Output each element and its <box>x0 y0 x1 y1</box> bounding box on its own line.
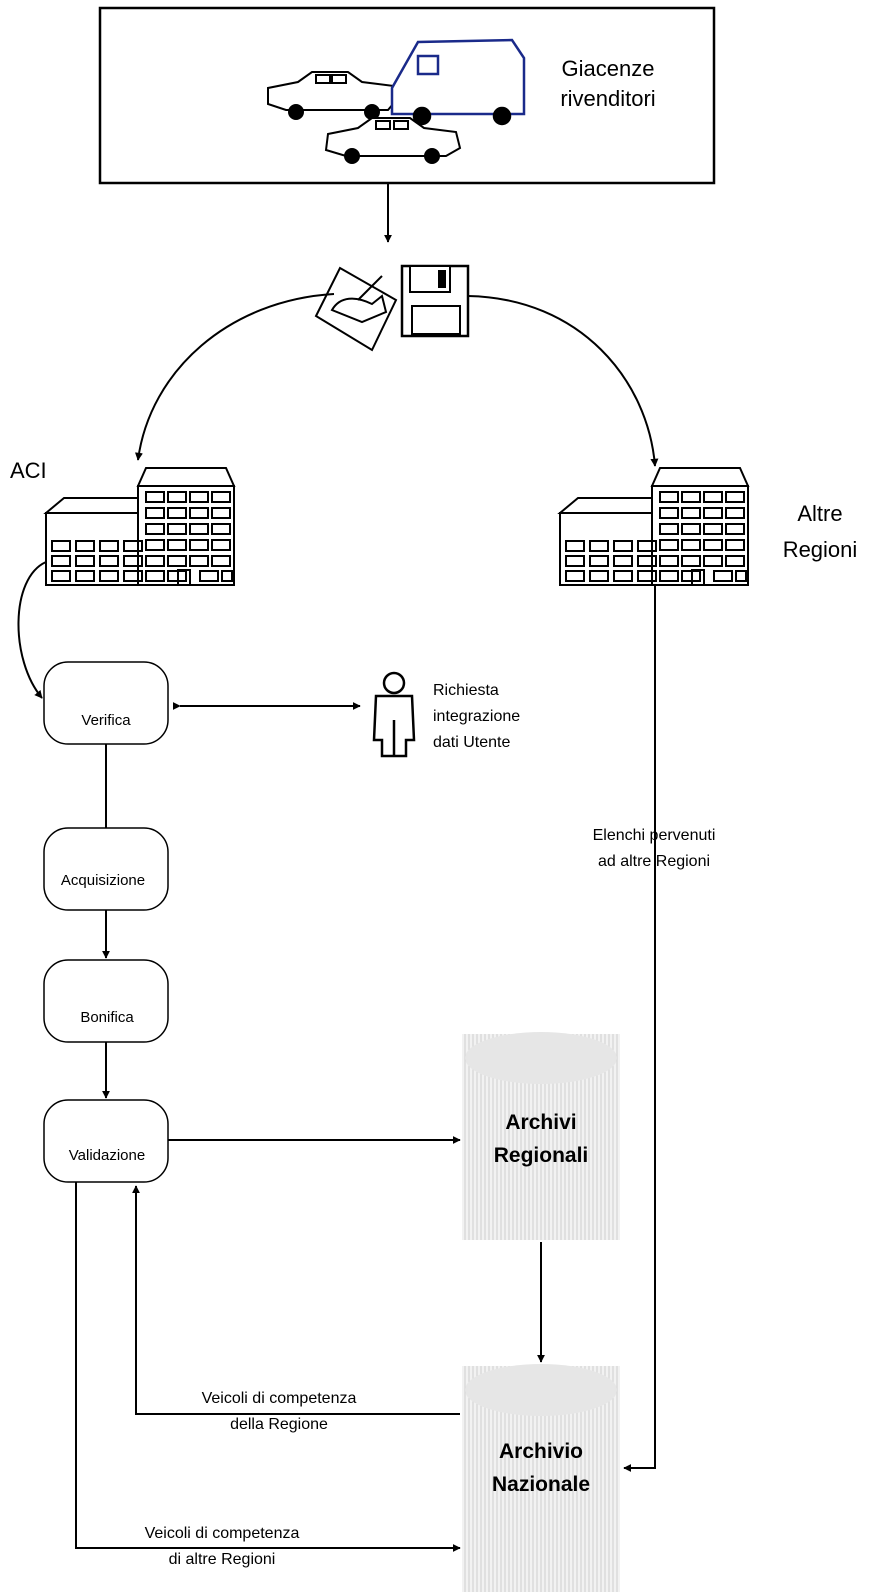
altre-regioni-label-line1: Altre <box>797 501 842 526</box>
flow-region-line1: Veicoli di competenza <box>202 1390 357 1407</box>
car-icon <box>267 71 400 120</box>
step-bonifica: Bonifica <box>43 959 169 1043</box>
flow-other-line2: di altre Regioni <box>169 1551 276 1568</box>
flow-region-line2: della Regione <box>230 1416 328 1433</box>
floppy-disk-icon <box>400 264 470 338</box>
aci-label: ACI <box>10 458 47 483</box>
user-request-line3: dati Utente <box>433 734 510 751</box>
arrow-altre-regioni-to-nazionale <box>623 585 656 1472</box>
person-icon <box>372 671 416 758</box>
user-request-line2: integrazione <box>433 708 520 725</box>
source-box: Giacenze rivenditori <box>98 6 716 185</box>
step-acquisizione: Acquisizione <box>43 827 169 911</box>
other-regions-flow-line2: ad altre Regioni <box>598 853 710 870</box>
database-icon: Archivio Nazionale <box>462 1364 620 1592</box>
office-building-icon <box>45 467 235 586</box>
arrow-to-aci <box>134 293 335 461</box>
office-building-icon <box>559 467 749 586</box>
step-bonifica-label: Bonifica <box>80 1009 134 1026</box>
arrow-validazione-to-nazionale <box>75 1182 461 1552</box>
van-icon <box>390 38 526 126</box>
national-archive-line2: Nazionale <box>492 1473 590 1496</box>
altre-regioni-label-line2: Regioni <box>783 537 858 562</box>
hand-writing-icon <box>314 266 398 352</box>
source-label-line2: rivenditori <box>560 86 655 111</box>
regional-archive-line2: Regionali <box>494 1144 589 1167</box>
source-label-line1: Giacenze <box>562 56 655 81</box>
flow-other-line1: Veicoli di competenza <box>145 1525 300 1542</box>
database-icon: Archivi Regionali <box>462 1032 620 1240</box>
step-validazione: Validazione <box>43 1099 169 1183</box>
step-verifica: Verifica <box>43 661 169 745</box>
step-validazione-label: Validazione <box>69 1147 145 1164</box>
step-verifica-label: Verifica <box>81 712 131 729</box>
national-archive-line1: Archivio <box>499 1440 583 1463</box>
arrow-to-altre-regioni <box>467 295 659 467</box>
regional-archive-line1: Archivi <box>505 1111 576 1134</box>
arrow-aci-to-verifica <box>17 561 47 699</box>
car-icon <box>324 117 462 164</box>
step-acquisizione-label: Acquisizione <box>61 872 145 889</box>
user-request-line1: Richiesta <box>433 682 499 699</box>
other-regions-flow-line1: Elenchi pervenuti <box>593 827 716 844</box>
arrow-nazionale-to-validazione <box>132 1185 460 1415</box>
